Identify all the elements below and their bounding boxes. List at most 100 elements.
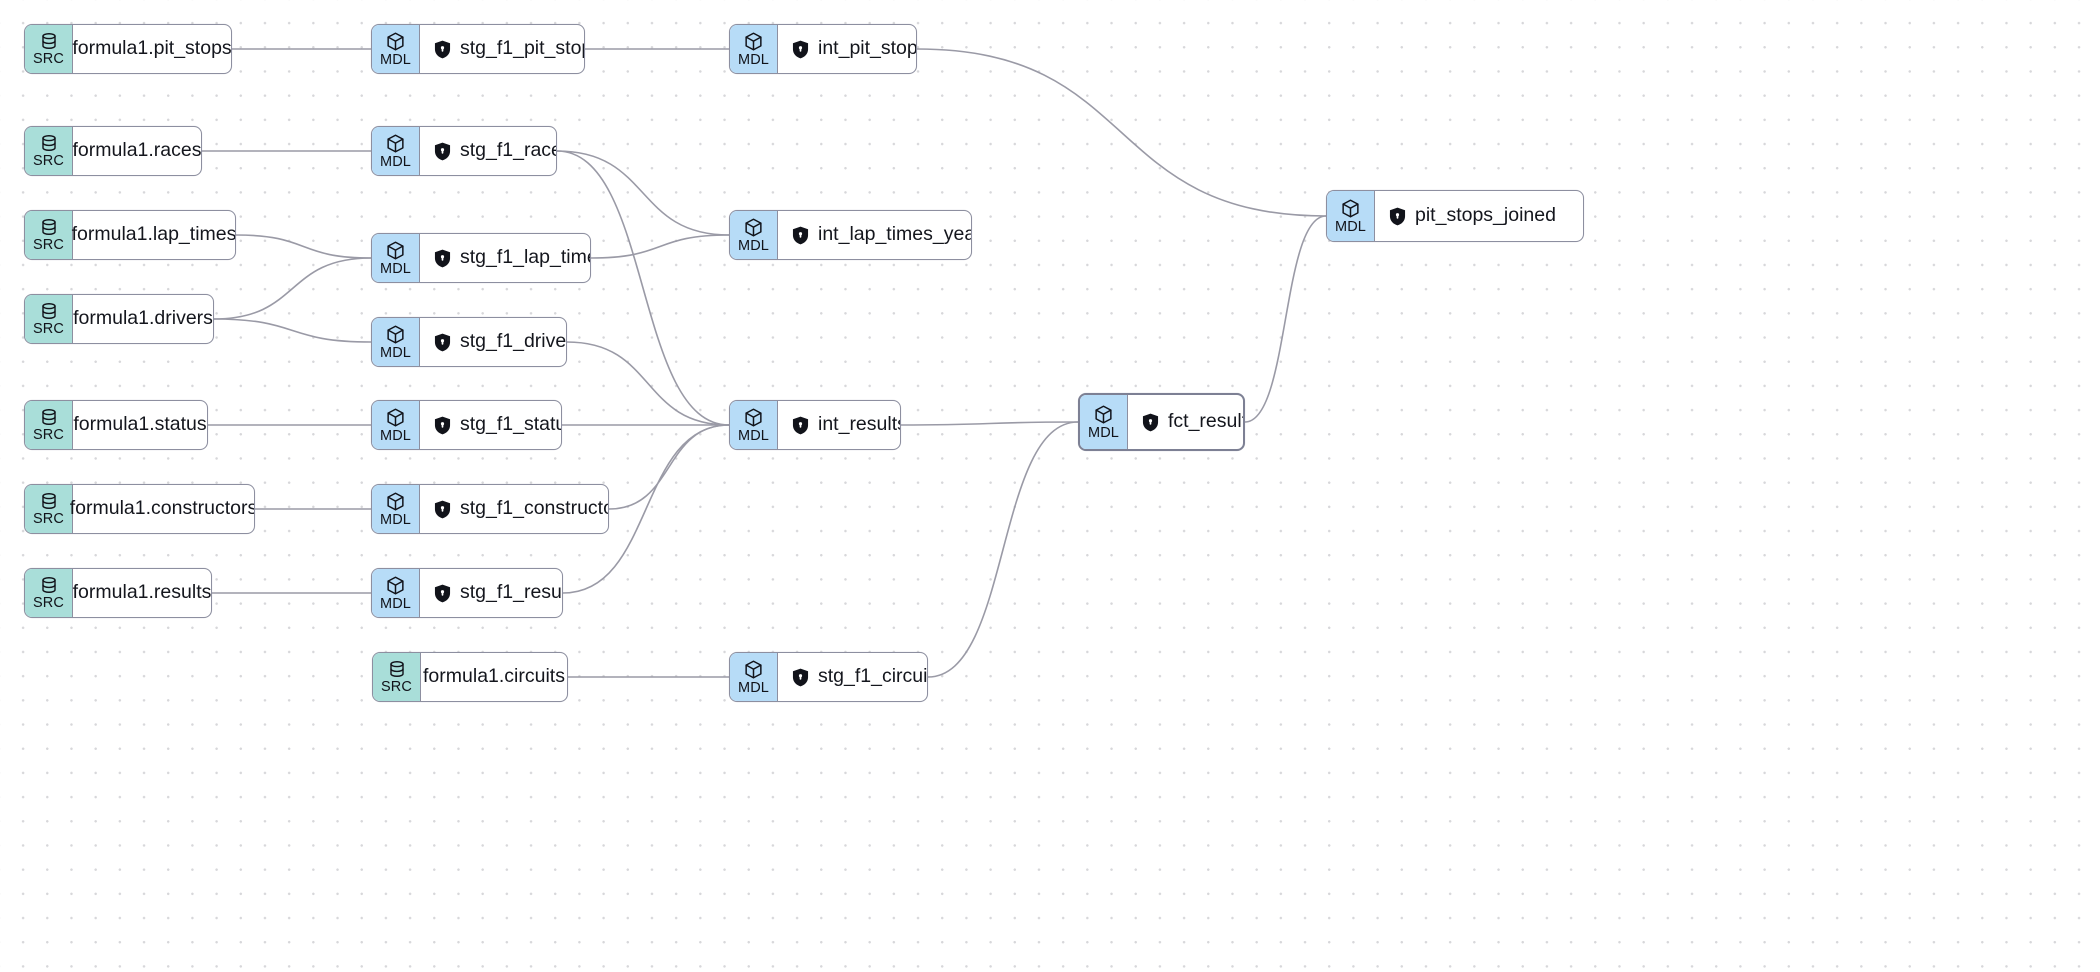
- model-badge: MDL: [372, 485, 420, 533]
- node-body: fct_results: [1128, 395, 1243, 449]
- edge-src_drivers-to-stg_lap_times: [213, 257, 372, 320]
- source-badge: SRC: [373, 653, 421, 701]
- node-label: pit_stops_joined: [1415, 204, 1556, 227]
- node-label: int_lap_times_years: [818, 223, 971, 246]
- badge-label: MDL: [380, 153, 411, 170]
- shield-lock-icon: [1389, 207, 1406, 225]
- shield-lock-icon: [434, 333, 451, 351]
- node-label: fct_results: [1168, 410, 1243, 433]
- cube-icon: [745, 32, 762, 51]
- node-label: stg_f1_status: [460, 413, 561, 436]
- node-label: stg_f1_pit_stops: [460, 37, 584, 60]
- source-badge: SRC: [25, 401, 73, 449]
- badge-label: SRC: [33, 595, 64, 612]
- node-label: formula1.races: [72, 139, 202, 162]
- node-body: stg_f1_lap_times: [420, 234, 590, 282]
- badge-label: MDL: [738, 679, 769, 696]
- source-badge: SRC: [25, 211, 73, 259]
- shield-lock-icon: [792, 40, 809, 58]
- model-badge: MDL: [1327, 191, 1375, 241]
- shield-lock-icon: [434, 142, 451, 160]
- model-badge: MDL: [730, 653, 778, 701]
- node-body: formula1.constructors: [70, 485, 254, 533]
- badge-label: MDL: [380, 344, 411, 361]
- edge-stg_circuits-to-fct_results: [927, 421, 1079, 678]
- badge-label: MDL: [380, 427, 411, 444]
- graph-node-int_pit_stops[interactable]: MDL int_pit_stops: [729, 24, 917, 74]
- node-body: int_lap_times_years: [778, 211, 971, 259]
- graph-node-src_constructors[interactable]: SRC formula1.constructors: [24, 484, 255, 534]
- database-icon: [41, 135, 56, 152]
- cube-icon: [745, 660, 762, 679]
- database-icon: [389, 661, 404, 678]
- database-icon: [41, 303, 56, 320]
- database-icon: [41, 493, 56, 510]
- shield-lock-icon: [792, 226, 809, 244]
- badge-label: MDL: [738, 51, 769, 68]
- model-badge: MDL: [730, 25, 778, 73]
- model-badge: MDL: [730, 211, 778, 259]
- shield-lock-icon: [434, 584, 451, 602]
- node-label: formula1.drivers: [73, 307, 213, 330]
- graph-node-stg_races[interactable]: MDL stg_f1_races: [371, 126, 557, 176]
- database-icon: [41, 33, 56, 50]
- model-badge: MDL: [372, 401, 420, 449]
- model-badge: MDL: [1080, 395, 1128, 449]
- node-body: formula1.lap_times: [72, 211, 235, 259]
- model-badge: MDL: [730, 401, 778, 449]
- shield-lock-icon: [434, 249, 451, 267]
- graph-node-src_lap_times[interactable]: SRC formula1.lap_times: [24, 210, 236, 260]
- graph-node-src_results[interactable]: SRC formula1.results: [24, 568, 212, 618]
- node-label: formula1.results: [72, 581, 212, 604]
- node-label: formula1.circuits: [423, 665, 565, 688]
- database-icon: [41, 219, 56, 236]
- node-label: formula1.pit_stops: [72, 37, 232, 60]
- graph-node-int_lap_times_years[interactable]: MDL int_lap_times_years: [729, 210, 972, 260]
- node-body: pit_stops_joined: [1375, 191, 1583, 241]
- node-body: formula1.pit_stops: [72, 25, 232, 73]
- node-body: stg_f1_races: [420, 127, 556, 175]
- badge-label: MDL: [1088, 424, 1119, 441]
- graph-node-fct_results[interactable]: MDL fct_results: [1078, 393, 1245, 451]
- graph-node-stg_status[interactable]: MDL stg_f1_status: [371, 400, 562, 450]
- badge-label: SRC: [33, 321, 64, 338]
- node-label: int_pit_stops: [818, 37, 917, 60]
- node-body: stg_f1_circuits: [778, 653, 927, 701]
- graph-node-src_drivers[interactable]: SRC formula1.drivers: [24, 294, 214, 344]
- graph-node-pit_stops_joined[interactable]: MDL pit_stops_joined: [1326, 190, 1584, 242]
- node-label: stg_f1_races: [460, 139, 556, 162]
- cube-icon: [387, 408, 404, 427]
- cube-icon: [387, 32, 404, 51]
- edge-stg_constructors-to-int_results: [608, 424, 730, 510]
- shield-lock-icon: [1142, 413, 1159, 431]
- edge-int_results-to-fct_results: [900, 421, 1079, 426]
- node-label: stg_f1_results: [460, 581, 562, 604]
- node-body: stg_f1_pit_stops: [420, 25, 584, 73]
- node-body: formula1.results: [73, 569, 211, 617]
- cube-icon: [387, 576, 404, 595]
- badge-label: SRC: [33, 511, 64, 528]
- node-label: stg_f1_circuits: [818, 665, 928, 688]
- node-label: stg_f1_lap_times: [460, 246, 590, 269]
- cube-icon: [387, 325, 404, 344]
- cube-icon: [1342, 199, 1359, 218]
- source-badge: SRC: [25, 127, 73, 175]
- badge-label: SRC: [33, 237, 64, 254]
- cube-icon: [387, 241, 404, 260]
- graph-node-stg_circuits[interactable]: MDL stg_f1_circuits: [729, 652, 928, 702]
- cube-icon: [745, 408, 762, 427]
- edge-fct_results-to-pit_stops_joined: [1244, 215, 1327, 423]
- source-badge: SRC: [25, 485, 73, 533]
